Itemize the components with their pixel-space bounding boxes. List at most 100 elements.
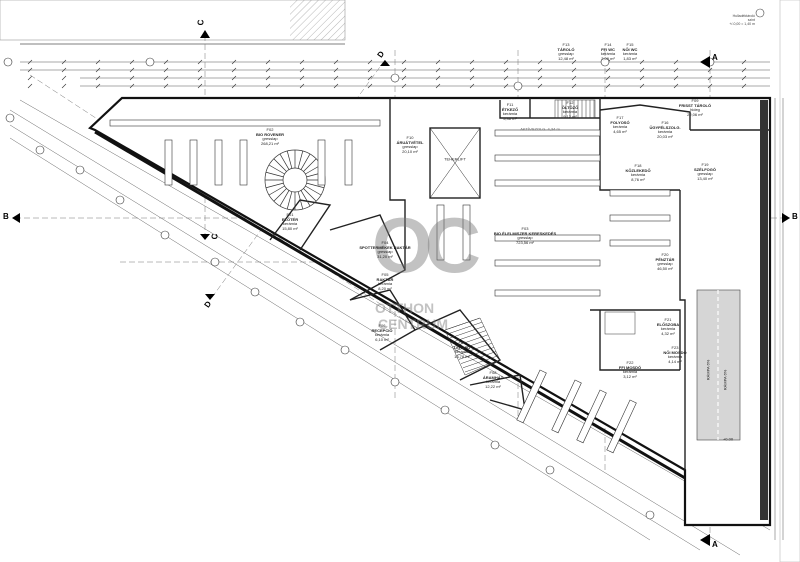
room-finish: gresslap bbox=[402, 144, 418, 149]
room-code: F05 bbox=[381, 271, 389, 277]
dimension-tick bbox=[435, 75, 441, 81]
room-finish: gresslap bbox=[558, 51, 574, 56]
shelf bbox=[609, 239, 671, 247]
dimension-tick bbox=[367, 75, 373, 81]
section-a-bottom: A bbox=[712, 540, 718, 549]
watermark-line1: OTTHON bbox=[375, 300, 435, 316]
room-area: 5,36 m² bbox=[503, 115, 517, 121]
watermark-logo: OC bbox=[372, 201, 481, 289]
dimension-tick bbox=[571, 59, 577, 65]
room-area: 4,14 m² bbox=[668, 358, 682, 364]
dimension-tick bbox=[197, 75, 203, 81]
stair-step bbox=[303, 158, 317, 172]
shelving-units bbox=[109, 119, 671, 454]
dimension-tick bbox=[163, 83, 169, 89]
room-finish: kerámia bbox=[622, 369, 638, 374]
section-c-mid: C bbox=[210, 233, 220, 240]
room-code: F13 bbox=[562, 41, 570, 47]
room-finish: kerámia bbox=[630, 172, 646, 177]
sheet-border bbox=[779, 0, 800, 562]
dimension-tick bbox=[639, 75, 645, 81]
room-name: BIO ROVENER bbox=[255, 131, 285, 137]
room-area: 3,12 m² bbox=[623, 373, 637, 379]
dimension-tick bbox=[333, 67, 339, 73]
dimension-tick bbox=[129, 75, 135, 81]
ramp-label-up: RÁMPA 6% bbox=[705, 359, 711, 381]
dimension-tick bbox=[401, 59, 407, 65]
dimension-tick bbox=[95, 67, 101, 73]
room-name: KÖZLEKEDŐ bbox=[625, 167, 651, 173]
room-name: SPOTTERMÉKEK RAKTÁR bbox=[359, 244, 411, 250]
dimension-tick bbox=[435, 67, 441, 73]
dimension-tick bbox=[537, 83, 543, 89]
top-note-line1: Hulladéktároló bbox=[732, 14, 755, 18]
dimension-tick bbox=[469, 67, 475, 73]
dimension-tick bbox=[503, 75, 509, 81]
shelf bbox=[214, 139, 223, 186]
top-note: Hulladéktároló szint +/-0,00 = 1,40 m bbox=[700, 14, 755, 26]
room-code: F09 bbox=[691, 97, 699, 103]
shelf bbox=[494, 259, 601, 267]
room-name: NŐI MOSDÓ bbox=[663, 349, 687, 355]
dimension-tick bbox=[27, 83, 33, 89]
dimension-tick bbox=[469, 83, 475, 89]
section-b-left: B bbox=[3, 212, 9, 221]
shelf bbox=[494, 289, 601, 297]
shelf bbox=[189, 139, 198, 186]
building-outline bbox=[87, 96, 772, 527]
dimension-tick bbox=[95, 75, 101, 81]
room-code: F02 bbox=[266, 126, 274, 132]
room-area: 2,09 m² bbox=[601, 55, 615, 61]
room-name: RECEPCIÓ bbox=[371, 327, 393, 333]
dimension-tick bbox=[265, 83, 271, 89]
room-area: 12,22 m² bbox=[485, 383, 501, 389]
dimension-tick bbox=[197, 83, 203, 89]
stair-step bbox=[265, 182, 284, 189]
dimension-tick bbox=[163, 59, 169, 65]
shelf bbox=[606, 399, 637, 454]
straight-staircase bbox=[444, 99, 636, 376]
room-finish: kerámia bbox=[454, 349, 470, 354]
room-finish: hideg bbox=[690, 107, 700, 112]
room-name: ÁRUÁTVÉTEL bbox=[396, 139, 424, 145]
lift-label: TEHERLIFT bbox=[444, 156, 466, 162]
room-finish: kerámia bbox=[600, 51, 616, 56]
room-code: F08 bbox=[489, 369, 497, 375]
street-dimension-lines bbox=[9, 99, 771, 556]
room-name: FFI WC bbox=[601, 46, 615, 52]
section-c-top: C bbox=[196, 19, 206, 26]
shelf bbox=[551, 379, 582, 434]
room-area: 31,20 m² bbox=[377, 253, 393, 259]
shelf bbox=[239, 139, 248, 186]
room-code: F16 bbox=[661, 119, 669, 125]
dimension-tick bbox=[639, 67, 645, 73]
grid-bubble bbox=[340, 345, 350, 355]
room-area: 9,12 m² bbox=[563, 113, 577, 119]
dimension-tick bbox=[61, 67, 67, 73]
room-finish: kerámia bbox=[622, 51, 638, 56]
room-area: 20,10 m² bbox=[402, 148, 418, 154]
shelf bbox=[494, 179, 601, 187]
stair-step bbox=[458, 347, 495, 360]
stair-step bbox=[300, 153, 311, 170]
room-area: 4,65 m² bbox=[613, 128, 627, 134]
grid-bubble bbox=[645, 510, 655, 520]
dimension-tick bbox=[129, 59, 135, 65]
grid-bubble bbox=[75, 165, 85, 175]
dimension-tick bbox=[639, 83, 645, 89]
room-finish: kerámia bbox=[374, 332, 390, 337]
dimension-tick bbox=[571, 67, 577, 73]
room-finish: kerámia bbox=[562, 109, 578, 114]
dimension-tick bbox=[163, 75, 169, 81]
grid-bubble bbox=[35, 145, 45, 155]
dimension-tick bbox=[401, 83, 407, 89]
dimension-tick bbox=[367, 59, 373, 65]
dimension-tick bbox=[265, 75, 271, 81]
stair-step bbox=[273, 188, 287, 202]
dimension-tick bbox=[605, 83, 611, 89]
